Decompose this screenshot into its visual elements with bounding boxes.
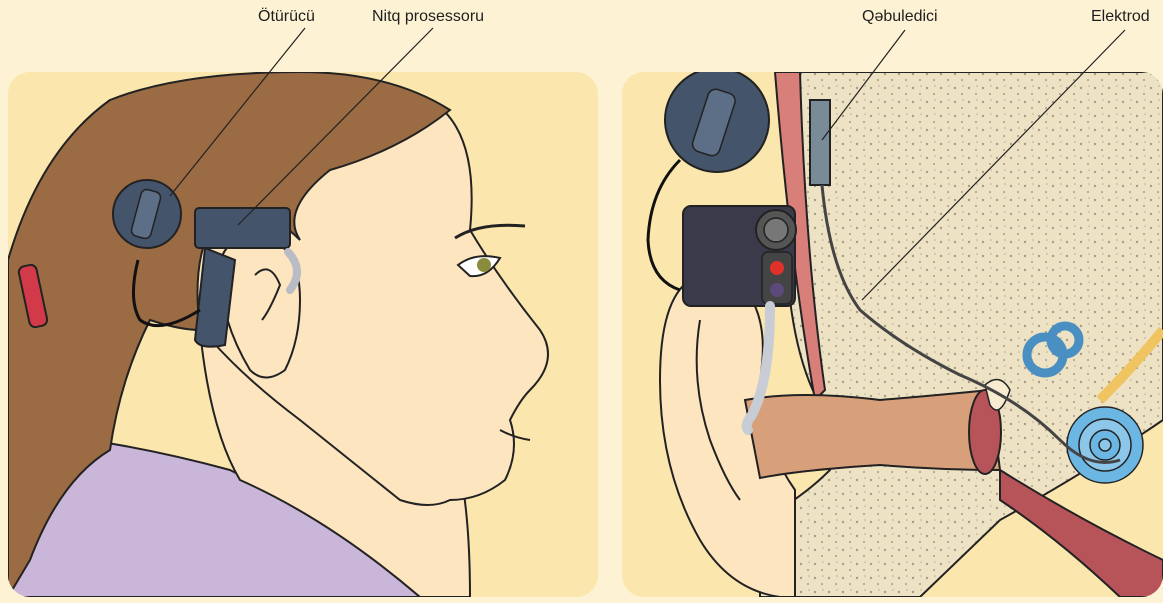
receiver xyxy=(810,100,830,185)
label-transmitter: Ötürücü xyxy=(258,8,315,26)
label-receiver: Qəbuledici xyxy=(862,8,938,26)
right-panel xyxy=(622,68,1163,597)
purple-button-icon xyxy=(770,283,784,297)
label-speech-processor: Nitq prosessoru xyxy=(372,8,484,26)
ear-canal xyxy=(745,390,1000,478)
red-button-icon xyxy=(770,261,784,275)
speech-processor xyxy=(195,208,290,248)
left-panel xyxy=(8,72,598,597)
cochlea xyxy=(1067,407,1143,483)
label-electrode: Elektrod xyxy=(1091,8,1150,26)
